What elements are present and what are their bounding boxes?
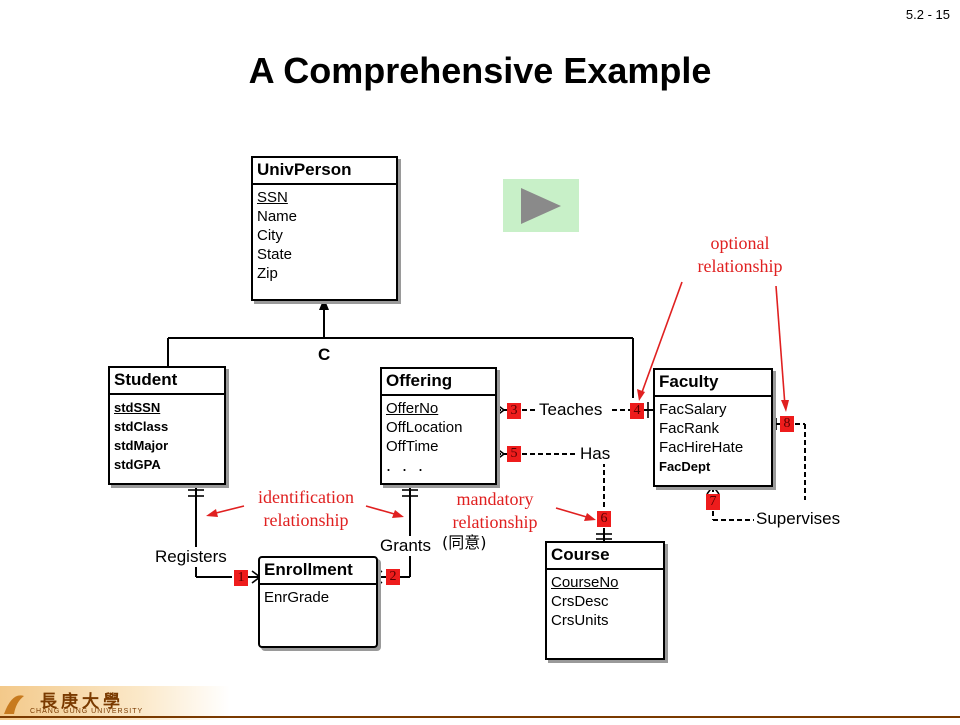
footer-rule — [0, 716, 960, 718]
annotation-text: relationship — [263, 510, 349, 530]
identification-arrow-left — [211, 505, 245, 515]
attribute-pk: stdSSN — [114, 400, 161, 415]
attribute: FacHireHate — [659, 439, 744, 456]
entity-name: UnivPerson — [253, 158, 396, 185]
attribute: FacDept — [659, 459, 711, 474]
logo-chinese: 長庚大學 — [40, 692, 124, 712]
attribute-pk: CourseNo — [551, 574, 619, 591]
annotation-text: relationship — [697, 256, 783, 276]
optional-arrow-left — [640, 281, 683, 396]
identification-arrowhead-left — [206, 509, 218, 517]
badge-5: 5 — [507, 446, 521, 462]
relationship-teaches: Teaches — [537, 400, 605, 420]
entity-univperson[interactable]: UnivPerson SSN Name City State Zip — [251, 156, 398, 301]
optional-arrowhead-left — [637, 389, 645, 401]
badge-2: 2 — [386, 569, 400, 585]
attribute: Name — [257, 208, 298, 225]
entity-name: Offering — [382, 369, 495, 396]
attribute: OffLocation — [386, 419, 463, 436]
supervises-crowfoot-b — [712, 485, 720, 495]
optional-arrowhead-right — [781, 400, 789, 412]
attribute: FacSalary — [659, 401, 727, 418]
annotation-text: relationship — [452, 512, 538, 532]
teaches-crowfoot-b — [495, 409, 505, 417]
teaches-crowfoot-a — [495, 403, 505, 411]
attribute: CrsUnits — [551, 612, 609, 629]
attribute: OffTime — [386, 438, 439, 455]
university-logo: 長庚大學 CHANG GUNG UNIVERSITY — [0, 686, 230, 720]
attribute-pk: SSN — [257, 189, 288, 206]
generalization-constraint: C — [318, 345, 331, 364]
attribute-pk: OfferNo — [386, 400, 439, 417]
badge-8: 8 — [780, 416, 794, 432]
relationship-registers: Registers — [153, 547, 229, 567]
badge-3: 3 — [507, 403, 521, 419]
slide-title: A Comprehensive Example — [248, 50, 712, 91]
play-button[interactable] — [503, 179, 579, 232]
attribute: Zip — [257, 265, 278, 282]
entity-attributes: EnrGrade — [260, 585, 376, 610]
relationship-supervises: Supervises — [754, 509, 843, 529]
relationship-grants: Grants — [378, 536, 434, 556]
annotation-text: identification — [258, 487, 354, 507]
badge-4: 4 — [630, 403, 644, 419]
annotation-optional: optional relationship — [670, 232, 810, 278]
attribute: State — [257, 246, 293, 263]
logo-emblem — [4, 695, 24, 714]
badge-7: 7 — [706, 494, 720, 510]
attribute: EnrGrade — [264, 589, 330, 606]
supervises-crowfoot-a — [706, 485, 714, 495]
annotation-identification: identification relationship — [236, 486, 376, 532]
entity-name: Enrollment — [260, 558, 376, 585]
generalization-arrowhead — [319, 298, 329, 310]
attribute: City — [257, 227, 283, 244]
badge-6: 6 — [597, 511, 611, 527]
mandatory-arrowhead — [584, 513, 596, 521]
entity-attributes: OfferNo OffLocation OffTime . . . — [382, 396, 495, 478]
entity-name: Course — [547, 543, 663, 570]
entity-attributes: FacSalary FacRank FacHireHate FacDept — [655, 397, 771, 479]
annotation-mandatory: mandatory relationship — [425, 488, 565, 534]
identification-arrow-right — [365, 505, 399, 516]
relationship-has: Has — [578, 444, 613, 464]
attribute: stdMajor — [114, 438, 169, 453]
entity-enrollment[interactable]: Enrollment EnrGrade — [258, 556, 378, 648]
attribute: CrsDesc — [551, 593, 609, 610]
entity-offering[interactable]: Offering OfferNo OffLocation OffTime . .… — [380, 367, 497, 485]
annotation-text: mandatory — [456, 489, 534, 509]
entity-name: Faculty — [655, 370, 771, 397]
entity-student[interactable]: Student stdSSN stdClass stdMajor stdGPA — [108, 366, 226, 485]
attribute: FacRank — [659, 420, 720, 437]
mandatory-arrow — [555, 507, 591, 519]
entity-attributes: stdSSN stdClass stdMajor stdGPA — [110, 395, 224, 477]
annotation-text: optional — [710, 233, 770, 253]
relationship-grants-note: (同意) — [440, 533, 489, 553]
entity-attributes: CourseNo CrsDesc CrsUnits — [547, 570, 663, 633]
attribute: stdGPA — [114, 457, 161, 472]
attribute: stdClass — [114, 419, 169, 434]
entity-course[interactable]: Course CourseNo CrsDesc CrsUnits — [545, 541, 665, 660]
entity-name: Student — [110, 368, 224, 395]
entity-faculty[interactable]: Faculty FacSalary FacRank FacHireHate Fa… — [653, 368, 773, 487]
optional-arrow-right — [775, 285, 786, 407]
has-crowfoot-b — [495, 453, 505, 461]
has-crowfoot-a — [495, 447, 505, 455]
badge-1: 1 — [234, 570, 248, 586]
logo-english: CHANG GUNG UNIVERSITY — [30, 708, 144, 715]
play-icon — [521, 187, 561, 224]
more-attributes: . . . — [386, 455, 427, 475]
logo-background — [0, 686, 230, 720]
page-number: 5.2 - 15 — [905, 7, 950, 22]
identification-arrowhead-right — [392, 510, 404, 518]
entity-attributes: SSN Name City State Zip — [253, 185, 396, 286]
